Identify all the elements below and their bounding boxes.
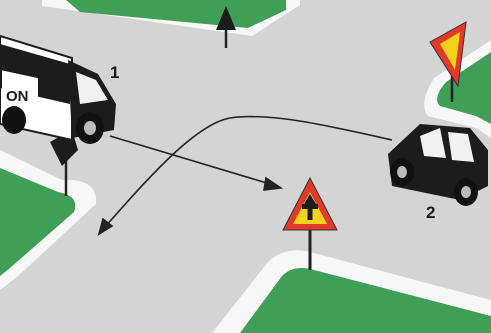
- car-number-label: 2: [426, 203, 435, 222]
- truck-side-text: ON: [6, 88, 29, 105]
- truck-number-label: 1: [110, 63, 119, 82]
